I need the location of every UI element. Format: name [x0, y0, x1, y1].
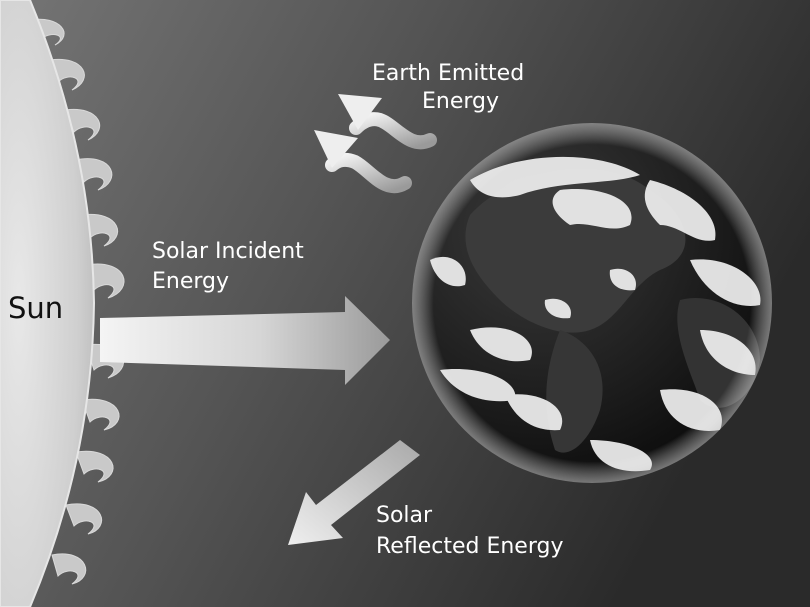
sun-disc [0, 0, 96, 607]
earth-emitted-label-line1: Earth Emitted [372, 61, 524, 86]
solar-reflected-label-line1: Solar [376, 503, 433, 528]
earth-emitted-label-line2: Energy [422, 89, 499, 114]
solar-incident-label-line1: Solar Incident [152, 239, 304, 264]
solar-incident-arrow [100, 296, 390, 385]
solar-reflected-arrow [288, 440, 420, 545]
solar-incident-label-line2: Energy [152, 269, 229, 294]
solar-reflected-label-line2: Reflected Energy [376, 534, 563, 559]
sun-flames [29, 18, 125, 585]
sun-label: Sun [8, 291, 63, 325]
earth-emitted-arrows [314, 94, 437, 194]
earth-globe [412, 123, 772, 483]
